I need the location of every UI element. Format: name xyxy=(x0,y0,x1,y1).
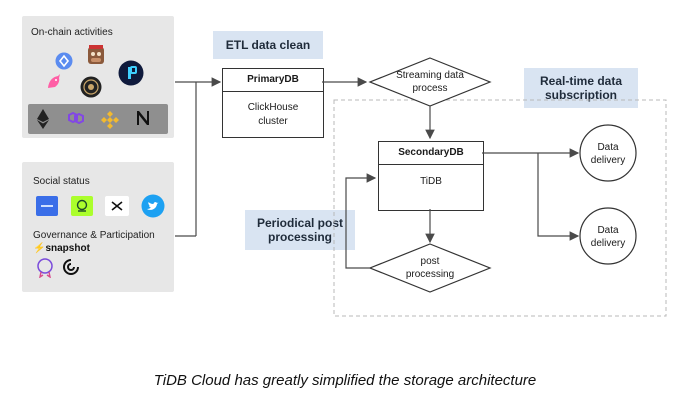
connector-delivery2 xyxy=(537,153,580,241)
post-label: post processing xyxy=(405,256,455,280)
delivery1-circle xyxy=(579,124,637,182)
snapshot-label: snapshot xyxy=(45,243,90,254)
social-title: Social status xyxy=(33,176,90,187)
primarydb-body-text: ClickHouse cluster xyxy=(247,102,299,127)
ens-icon xyxy=(36,196,58,216)
secondarydb-title: SecondaryDB xyxy=(379,142,483,165)
pink-unicorn-icon xyxy=(44,72,64,92)
lightning-icon: ⚡ xyxy=(33,243,46,254)
primarydb-title: PrimaryDB xyxy=(223,69,323,92)
delivery2-circle xyxy=(579,207,637,265)
secondarydb-body: TiDB xyxy=(420,176,442,187)
realtime-region xyxy=(333,99,667,317)
poap-medal-icon xyxy=(36,258,54,278)
snapshot-logo: ⚡snapshot xyxy=(33,243,90,254)
near-icon xyxy=(134,109,156,129)
delivery1-label: Data delivery xyxy=(590,142,626,166)
binance-icon xyxy=(100,109,122,129)
etl-label: ETL data clean xyxy=(213,31,323,59)
primarydb-body: ClickHouse cluster xyxy=(223,92,323,128)
periodical-label: Periodical post processing xyxy=(245,210,355,250)
caption: TiDB Cloud has greatly simplified the st… xyxy=(153,372,537,389)
chainlink-icon xyxy=(55,52,73,70)
governance-title: Governance & Participation xyxy=(33,230,155,241)
x-cross-icon xyxy=(105,196,129,216)
connector-onchain xyxy=(175,81,197,237)
primarydb-node: PrimaryDB ClickHouse cluster xyxy=(222,68,324,138)
connector-post-loop xyxy=(345,173,377,269)
bored-ape-icon xyxy=(86,44,106,66)
delivery2-label: Data delivery xyxy=(590,225,626,249)
poap-badge-icon xyxy=(80,76,102,98)
ethereum-icon xyxy=(36,109,58,129)
realtime-label: Real-time data subscription xyxy=(524,68,638,108)
onchain-title: On-chain activities xyxy=(31,27,113,38)
post-diamond xyxy=(368,243,492,293)
mirror-swirl-icon xyxy=(62,258,80,276)
secondarydb-node: SecondaryDB TiDB xyxy=(378,141,484,211)
streaming-label: Streaming data process xyxy=(396,70,464,94)
social-panel xyxy=(22,162,174,292)
twitter-icon xyxy=(141,194,165,218)
polygon-icon xyxy=(66,109,88,129)
lens-icon xyxy=(71,196,93,216)
project-p-icon xyxy=(118,60,144,86)
